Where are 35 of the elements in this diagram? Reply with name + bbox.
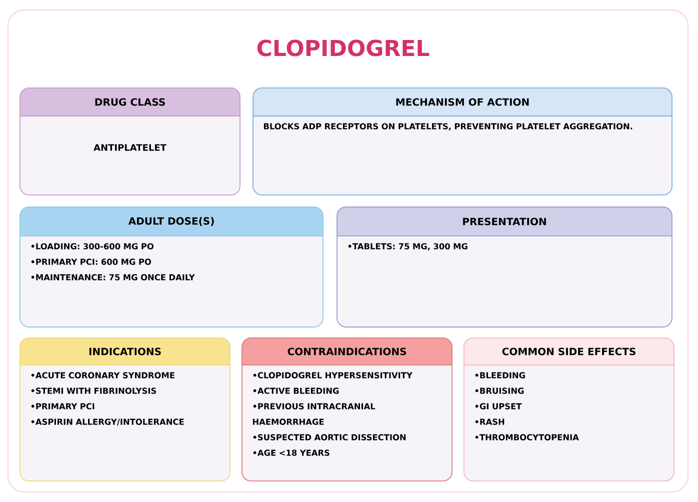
info-card: [20, 338, 230, 482]
title: CLOPIDOGREL: [257, 40, 430, 56]
bullet-item: •BRUISING: [475, 388, 524, 394]
card-heading: DRUG CLASS: [95, 98, 165, 106]
card-heading: INDICATIONS: [89, 348, 161, 356]
bullet-item: •SUSPECTED AORTIC DISSECTION: [253, 434, 406, 440]
info-card: [20, 88, 240, 196]
bullet-item: •RASH: [475, 418, 504, 425]
bullet-item: •STEMI WITH FIBRINOLYSIS: [31, 388, 156, 394]
bullet-item: •ACTIVE BLEEDING: [253, 388, 339, 394]
bullet-item: •PREVIOUS INTRACRANIAL HAEMORRHAGE: [252, 403, 376, 425]
card-heading: ADULT DOSE(S): [128, 217, 214, 226]
info-card: [242, 338, 452, 482]
card-heading: PRESENTATION: [463, 218, 546, 226]
bullet-item: •LOADING: 300-600 MG PO: [31, 243, 154, 250]
info-card: [336, 206, 672, 328]
bullet-item: •PRIMARY PCI: [31, 403, 94, 410]
info-card: [252, 88, 672, 196]
bullet-item: •CLOPIDOGREL HYPERSENSITIVITY: [253, 372, 412, 378]
card-heading: COMMON SIDE EFFECTS: [502, 348, 636, 356]
bullet-item: •AGE <18 YEARS: [253, 450, 330, 456]
bullet-item: •PRIMARY PCI: 600 MG PO: [31, 258, 151, 265]
card-heading: MECHANISM OF ACTION: [396, 98, 529, 106]
bullet-item: •ASPIRIN ALLERGY/INTOLERANCE: [31, 418, 184, 426]
bullet-item: •BLEEDING: [475, 372, 525, 378]
body-text: ANTIPLATELET: [94, 144, 166, 151]
bullet-item: •GI UPSET: [475, 403, 522, 410]
info-card: [20, 206, 324, 328]
body-text: BLOCKS ADP RECEPTORS ON PLATELETS, PREVENTING PLATELET AGGREGATION.: [264, 123, 632, 130]
card-heading: CONTRAINDICATIONS: [288, 348, 406, 356]
bullet-item: •ACUTE CORONARY SYNDROME: [31, 372, 174, 378]
bullet-item: •MAINTENANCE: 75 MG ONCE DAILY: [31, 274, 195, 280]
bullet-item: •TABLETS: 75 MG, 300 MG: [348, 243, 468, 250]
bullet-item: •THROMBOCYTOPENIA: [475, 434, 579, 440]
info-card: [464, 338, 674, 482]
